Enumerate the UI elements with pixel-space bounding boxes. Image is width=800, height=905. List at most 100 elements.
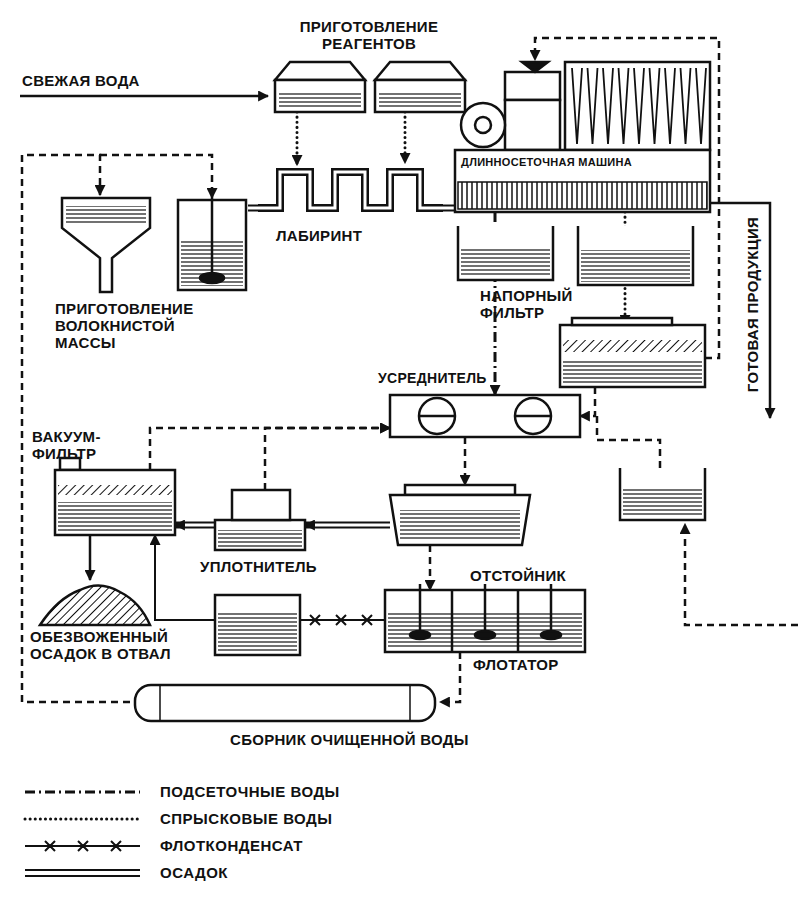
clean-water-collector — [135, 685, 435, 721]
legend-sample — [25, 875, 140, 877]
connector-line — [175, 522, 215, 529]
agitator-shaft — [484, 584, 487, 632]
node-label: ВАКУУМ- ФИЛЬТР — [32, 428, 112, 462]
motor — [505, 72, 560, 100]
node-label: ПРИГОТОВЛЕНИЕ РЕАГЕНТОВ — [284, 18, 454, 52]
flow-connector — [305, 525, 390, 526]
legend-samples — [25, 792, 140, 876]
water-fill — [218, 612, 297, 652]
connector-line — [429, 545, 432, 590]
node-label: НАПОРНЫЙ ФИЛЬТР — [480, 287, 580, 321]
wire-section — [455, 150, 710, 212]
flow-connector — [443, 208, 455, 209]
fibre-preparation: ПРИГОТОВЛЕНИЕ ВОЛОКНИСТОЙ МАССЫ — [60, 195, 248, 290]
agitator-shaft — [211, 192, 214, 275]
water-fill — [66, 206, 146, 224]
flow-connector — [248, 208, 258, 209]
connector-line — [265, 428, 390, 490]
fresh-water-arrow — [20, 95, 268, 98]
hopper-roof — [375, 62, 465, 80]
water-fill — [461, 248, 550, 277]
agitator — [410, 631, 430, 639]
roll-axis — [475, 117, 491, 133]
tank-circle — [419, 398, 455, 434]
pipe-bore — [185, 524, 215, 527]
flow-connector — [175, 525, 215, 526]
condensate-mark — [310, 615, 320, 625]
flotator: ФЛОТАТОР — [385, 590, 585, 652]
connector-line — [580, 387, 595, 416]
pipe-bore — [248, 207, 258, 210]
reagent-unit: ПРИГОТОВЛЕНИЕ РЕАГЕНТОВ — [272, 62, 467, 112]
condensate-mark — [362, 615, 372, 625]
pit — [578, 226, 693, 285]
machine-pits — [458, 226, 693, 285]
connector-line — [150, 428, 390, 470]
tank — [620, 468, 705, 520]
connector-line — [248, 205, 258, 212]
agitator-shaft — [419, 584, 422, 632]
pit-ground — [458, 226, 553, 280]
water-fill — [218, 530, 302, 547]
sludge-pile — [40, 585, 150, 625]
vacuum-filter — [55, 458, 175, 535]
pit-ground — [578, 226, 693, 285]
settler — [390, 485, 530, 545]
legend-label: ПОДСЕТОЧНЫЕ ВОДЫ — [160, 783, 340, 800]
funnel-tank — [62, 198, 150, 292]
feed-funnel — [522, 62, 548, 72]
dryer-fin — [619, 68, 629, 144]
filter-layer — [58, 485, 172, 495]
flow-connector — [150, 428, 390, 470]
dryer-fin — [681, 68, 691, 144]
fibre-preparation — [62, 192, 246, 292]
flow-connector — [440, 652, 460, 702]
hopper-roof — [275, 62, 365, 80]
sludge-arrow — [89, 535, 92, 580]
connector-line — [440, 652, 460, 702]
water-arrow — [100, 155, 212, 198]
collector-body — [135, 685, 435, 721]
headbox — [505, 100, 560, 150]
seam — [409, 685, 411, 721]
tank — [215, 595, 300, 655]
dryer-fin — [603, 68, 613, 144]
pressure-filter — [560, 318, 705, 387]
pipe-outline — [258, 172, 443, 208]
water-fill — [581, 250, 690, 282]
connector-line — [305, 522, 390, 529]
thickener-top — [232, 490, 290, 520]
seam — [159, 685, 161, 721]
filter-body — [55, 470, 175, 535]
agitator — [475, 631, 495, 639]
hopper-tank — [375, 80, 465, 112]
dryer-fin — [665, 68, 675, 144]
connector-line — [443, 205, 455, 212]
labyrinth-pipe — [258, 172, 443, 208]
dryer-fin — [588, 68, 598, 144]
dryer-fin — [696, 68, 706, 144]
condensate-tank — [215, 595, 300, 655]
agitator — [541, 631, 561, 639]
flow-label: СВЕЖАЯ ВОДА — [22, 72, 222, 89]
clean-water-collector: СБОРНИК ОЧИЩЕННОЙ ВОДЫ — [130, 683, 440, 721]
legend-label: ОСАДОК — [160, 864, 228, 881]
connector-line — [296, 112, 299, 165]
pipe-bore — [258, 172, 443, 208]
hopper-tank — [275, 80, 365, 112]
equalizer: УСРЕДНИТЕЛЬ — [390, 395, 580, 437]
legend-sample — [25, 818, 140, 821]
legend-sample — [25, 869, 140, 871]
node-label: ОТСТОЙНИК — [470, 567, 600, 584]
water-fill — [623, 488, 702, 517]
node-label: ЛАБИРИНТ — [276, 227, 396, 244]
dryer-fin — [634, 68, 644, 144]
filter-layer — [563, 340, 702, 352]
output-label: ГОТОВАЯ ПРОДУКЦИЯ — [744, 215, 761, 395]
legend-label: ФЛОТКОНДЕНСАТ — [160, 837, 303, 854]
thickener-tank — [215, 520, 305, 550]
water-fill — [279, 92, 361, 108]
wire-mesh — [458, 182, 707, 209]
water-line — [597, 416, 660, 468]
